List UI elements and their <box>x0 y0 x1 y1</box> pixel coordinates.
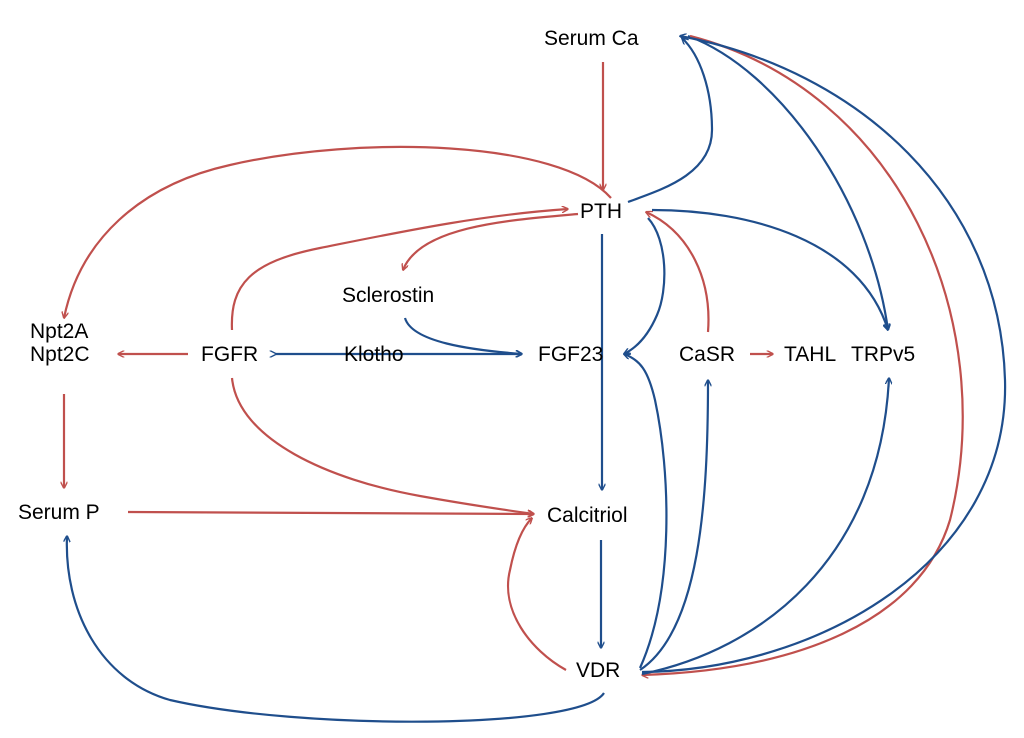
edge-sclerostin-to-fgf23 <box>403 317 522 354</box>
node-fgfr: FGFR <box>201 343 259 366</box>
node-sclerostin: Sclerostin <box>342 284 435 307</box>
node-tahl: TAHL <box>784 343 837 366</box>
edge-vdr-to-fgf23 <box>624 354 668 669</box>
node-pth: PTH <box>580 200 622 223</box>
node-trpv5: TRPv5 <box>851 343 916 366</box>
node-npt2c: Npt2C <box>30 343 90 366</box>
edge-serumca-to-vdr <box>642 34 964 675</box>
edge-casr-to-pth <box>646 212 710 333</box>
edge-serumca-to-trpv5 <box>687 34 888 330</box>
edge-vdr-to-calcitriol <box>507 518 567 671</box>
edge-vdr-to-serumca <box>641 36 1007 674</box>
edge-pth-to-fgf23 <box>624 217 666 354</box>
node-klotho: Klotho <box>344 343 404 366</box>
edge-fgfr-to-calcitriol <box>230 377 534 514</box>
node-npt2a: Npt2A <box>30 320 89 343</box>
edge-pth-to-trpv5 <box>651 208 888 330</box>
node-calcitriol: Calcitriol <box>547 504 628 527</box>
node-serum-p: Serum P <box>18 501 100 524</box>
edge-serump-to-calcitriol <box>127 512 534 514</box>
node-vdr: VDR <box>576 659 621 682</box>
edge-pth-to-sclerostin <box>403 212 579 270</box>
edge-vdr-to-serump <box>67 536 605 723</box>
edge-pth-to-serumca <box>627 38 714 204</box>
edge-pth-to-npt2a <box>64 145 612 318</box>
node-fgf23: FGF23 <box>538 343 604 366</box>
edge-vdr-to-trpv5 <box>641 378 889 676</box>
node-casr: CaSR <box>679 343 736 366</box>
edge-fgfr-to-pth <box>230 209 568 331</box>
edge-vdr-to-casr <box>639 380 708 671</box>
node-serum-ca: Serum Ca <box>544 27 639 50</box>
